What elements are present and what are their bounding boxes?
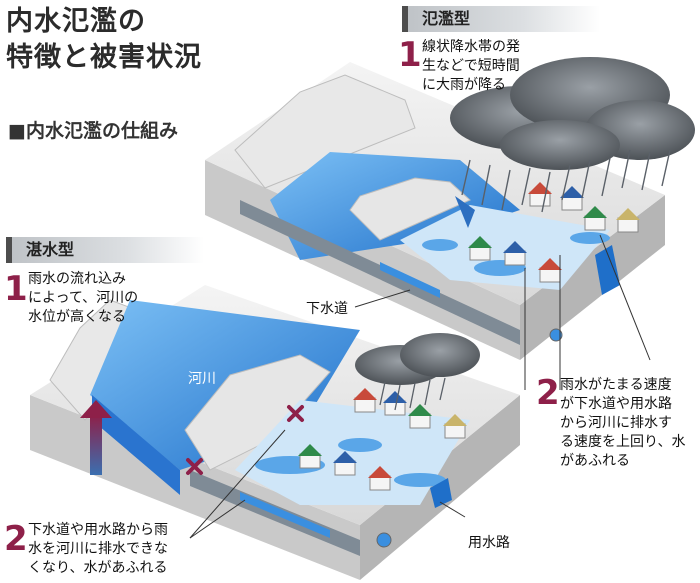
- water-level-rise-arrow: [80, 400, 112, 475]
- flood-step-2-text: 雨水がたまる速度 が下水道や用水路 から河川に排水す る速度を上回り、水 があふ…: [560, 377, 686, 469]
- subtitle: ■内水氾濫の仕組み: [8, 120, 178, 142]
- rain-cloud-upper: [450, 57, 695, 228]
- title-line-2: 特徴と被害状況: [6, 42, 202, 73]
- flood-type-tag: 氾濫型: [402, 6, 600, 32]
- flood-step-1-number: 1: [398, 35, 422, 75]
- river-label: 河川: [188, 371, 216, 387]
- flood-step-2-number: 2: [536, 373, 560, 413]
- inundation-step-2-text: 下水道や用水路から雨 水を河川に排水できな くなり、水があふれる: [28, 522, 168, 576]
- canal-label: 用水路: [468, 535, 510, 551]
- leader-lines: [189, 234, 651, 539]
- sewer-label: 下水道: [306, 301, 348, 317]
- inundation-step-1-text: 雨水の流れ込み によって、河川の 水位が高くなる: [28, 271, 139, 325]
- inundation-type-tag: 湛水型: [6, 237, 204, 263]
- blocked-drain-mark: [186, 405, 304, 475]
- title-line-1: 内水氾濫の: [6, 6, 146, 37]
- houses-lower: [298, 388, 467, 491]
- page-title: 内水氾濫の 特徴と被害状況: [6, 4, 202, 76]
- inundation-step-2-number: 2: [4, 519, 28, 559]
- rain-cloud-lower: [355, 333, 480, 411]
- inundation-step-1-number: 1: [4, 269, 28, 309]
- flood-step-1-text: 線状降水帯の発 生などで短時間 に大雨が降る: [422, 39, 520, 93]
